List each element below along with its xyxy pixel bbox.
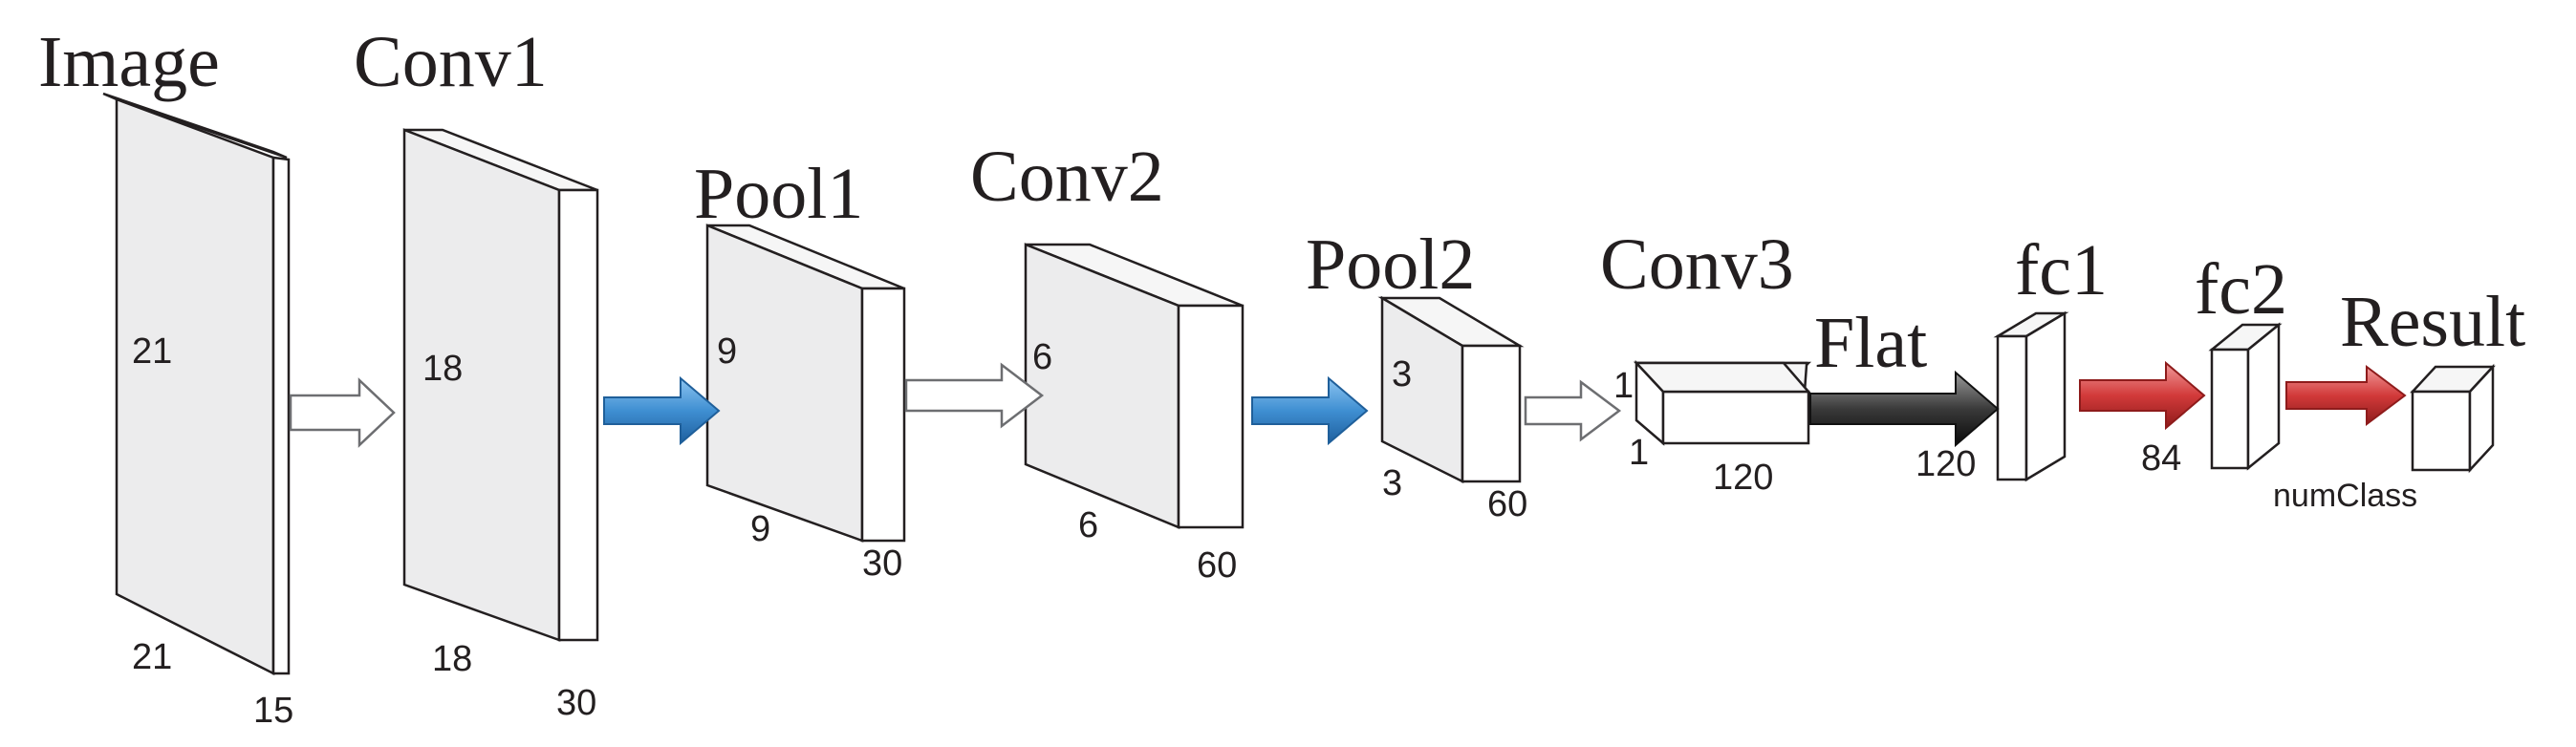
white-arrow-icon [289, 377, 396, 448]
layer-fc2: fc2 84 [2141, 249, 2287, 479]
layer-result-title: Result [2340, 282, 2525, 362]
blue-arrow-icon [603, 375, 721, 446]
layer-conv3-roof [1634, 361, 1811, 394]
white-arrow-icon [1524, 379, 1622, 442]
layer-fc2-side-face [2246, 322, 2281, 471]
layer-fc1-title: fc1 [2015, 230, 2108, 310]
layer-conv1-side-face [557, 188, 599, 642]
layer-conv2-depth-label: 60 [1197, 545, 1237, 586]
layer-image-side-face [271, 156, 291, 675]
layer-conv1-height-label: 18 [422, 349, 463, 389]
layer-conv2-height-label: 6 [1032, 337, 1052, 377]
blue-arrow-icon [1251, 375, 1369, 446]
layer-conv3-title: Conv3 [1600, 224, 1794, 305]
layer-fc1: fc1 120 [1916, 230, 2108, 484]
layer-fc2-title: fc2 [2195, 249, 2287, 330]
layer-result-front-face [2411, 390, 2472, 472]
layer-conv2-title: Conv2 [970, 137, 1164, 217]
layer-conv3-depth-label: 120 [1713, 458, 1773, 498]
connector-flat-label: Flat [1814, 303, 1927, 383]
layer-conv3-height-label: 1 [1613, 366, 1634, 406]
layer-pool2-title: Pool2 [1306, 224, 1475, 305]
layer-result: Result numClass [2273, 282, 2525, 514]
layer-conv2-side-face [1177, 304, 1245, 529]
connector-conv3-fc1: Flat [1809, 303, 2000, 448]
layer-result-size-label: numClass [2273, 478, 2417, 514]
layer-pool1-width-label: 9 [750, 509, 770, 549]
layer-conv1-title: Conv1 [354, 22, 548, 102]
layer-pool1-height-label: 9 [717, 331, 737, 372]
layer-pool2: Pool2 3 3 60 [1306, 224, 1527, 524]
layer-pool2-height-label: 3 [1392, 354, 1412, 395]
layer-pool1-title: Pool1 [694, 154, 863, 234]
layer-image-front-face [115, 97, 275, 676]
layer-fc1-side-face [2024, 310, 2067, 482]
layer-conv3-width-label: 1 [1629, 433, 1649, 473]
layer-image-height-label: 21 [132, 331, 172, 372]
layer-image-width-label: 21 [132, 637, 172, 677]
layer-conv3-front-face [1661, 390, 1810, 445]
layer-conv2: Conv2 6 6 60 [970, 137, 1245, 586]
layer-conv3: Conv3 1 1 120 [1600, 224, 1812, 498]
layer-pool2-side-face [1461, 344, 1522, 483]
layer-image-depth-label: 15 [253, 691, 293, 731]
layer-image-top-face [102, 92, 288, 160]
connector-fc1-fc2 [2079, 360, 2206, 431]
connector-pool2-conv3 [1524, 379, 1622, 442]
layer-fc1-front-face [1996, 334, 2028, 481]
black-arrow-icon [1809, 370, 2000, 448]
layer-conv1-width-label: 18 [432, 639, 472, 679]
white-arrow-icon [904, 362, 1045, 429]
layer-result-side-face [2468, 363, 2495, 474]
layer-pool1-side-face [860, 287, 906, 543]
layer-pool1: Pool1 9 9 30 [694, 154, 906, 584]
layer-image-title: Image [38, 22, 220, 102]
red-arrow-icon [2079, 360, 2206, 431]
layer-fc2-size-label: 84 [2141, 438, 2181, 479]
layer-fc2-front-face [2210, 348, 2250, 470]
layer-conv1-depth-label: 30 [556, 683, 596, 723]
connector-conv1-pool1 [603, 375, 721, 446]
connector-conv2-pool2 [1251, 375, 1369, 446]
layer-fc1-size-label: 120 [1916, 444, 1976, 484]
connector-pool1-conv2 [904, 362, 1045, 429]
layer-image: Image 21 21 15 [38, 22, 293, 731]
connector-fc2-result [2285, 365, 2407, 426]
layer-conv1: Conv1 18 18 30 [354, 22, 599, 723]
layer-pool1-depth-label: 30 [862, 544, 902, 584]
red-arrow-icon [2285, 365, 2407, 426]
layer-pool2-width-label: 3 [1382, 463, 1402, 503]
layer-pool2-depth-label: 60 [1487, 484, 1527, 524]
connector-image-conv1 [289, 377, 396, 448]
layer-conv2-width-label: 6 [1078, 505, 1098, 545]
